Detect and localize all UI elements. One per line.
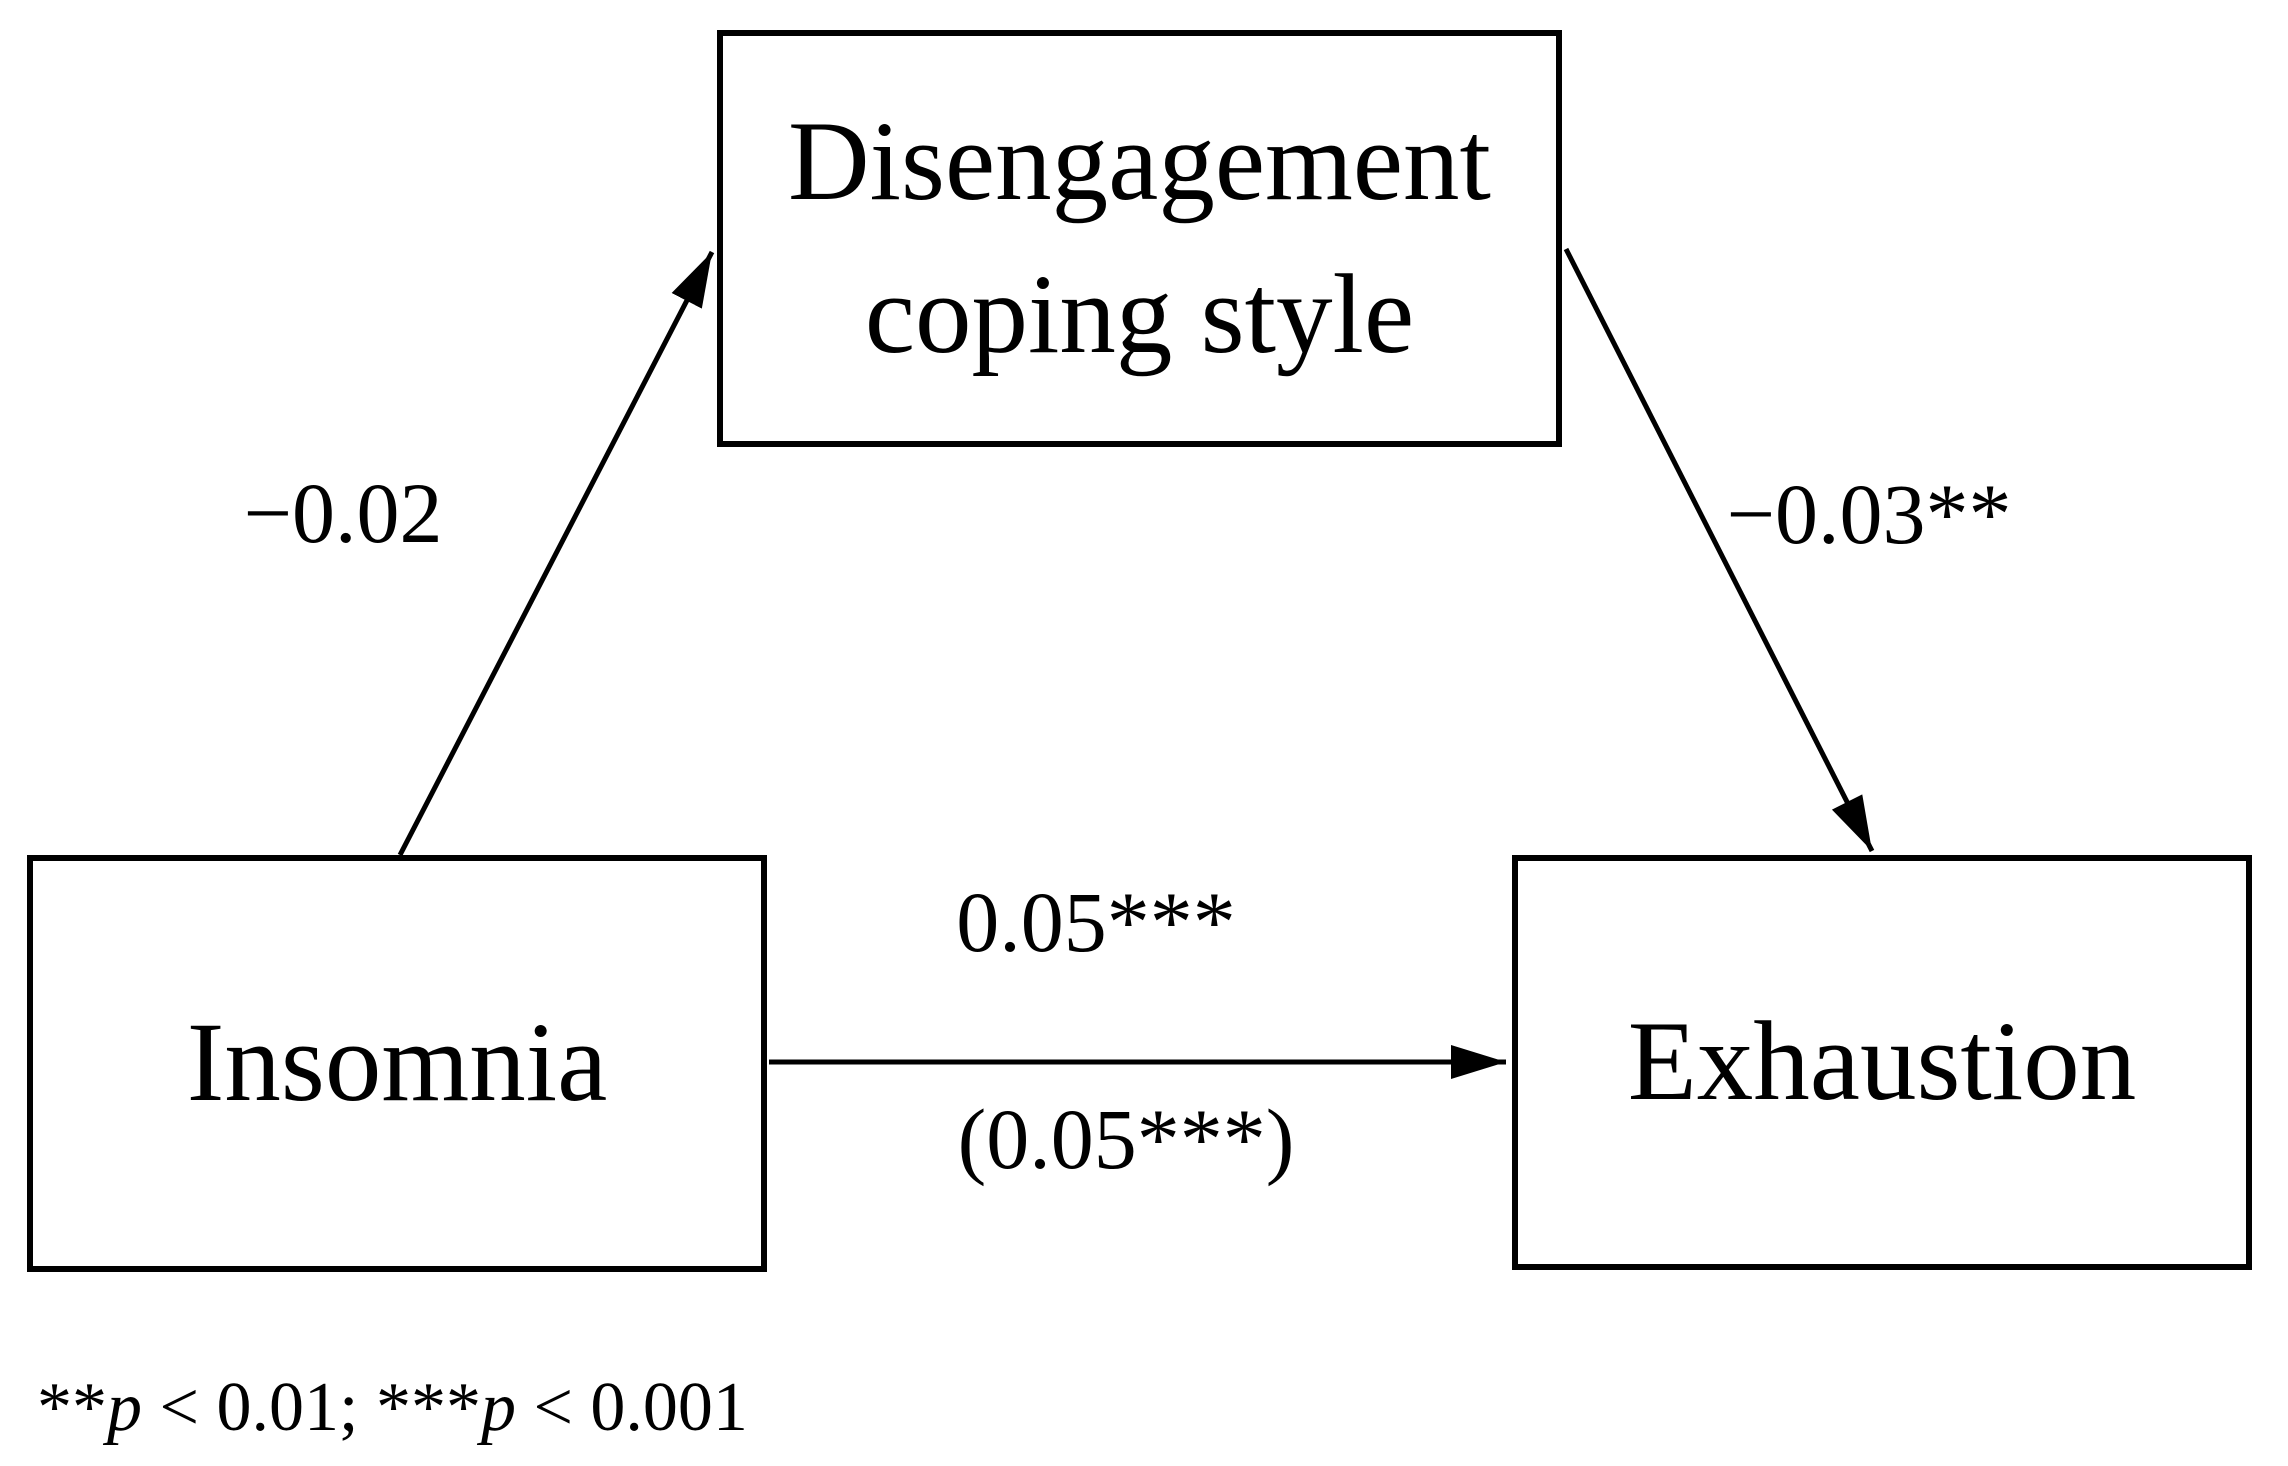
footnote-segment: < 0.01; — [142, 1369, 376, 1446]
path-b-coefficient: −0.03** — [1726, 466, 2012, 562]
path-a-arrow — [397, 250, 715, 857]
predictor-label: Insomnia — [186, 1000, 608, 1126]
footnote-segment-p-italic: p — [480, 1369, 516, 1446]
footnote-segment: *** — [375, 1369, 481, 1446]
outcome-label: Exhaustion — [1627, 999, 2137, 1125]
footnote-segment-p-italic: p — [107, 1369, 142, 1446]
path-a-coefficient: −0.02 — [243, 465, 443, 561]
outcome-box: Exhaustion — [1512, 855, 2252, 1270]
mediator-label: Disengagement coping style — [788, 98, 1491, 377]
path-c-direct-coefficient: 0.05*** — [956, 874, 1236, 970]
footnote-segment: ** — [37, 1369, 107, 1446]
significance-footnote: **p < 0.01; ***p < 0.001 — [37, 1362, 748, 1453]
mediator-box: Disengagement coping style — [717, 30, 1562, 447]
path-c-total-coefficient: (0.05***) — [957, 1091, 1295, 1187]
footnote-segment: < 0.001 — [515, 1369, 748, 1446]
predictor-box: Insomnia — [27, 855, 767, 1272]
path-b-arrow — [1563, 247, 1875, 853]
